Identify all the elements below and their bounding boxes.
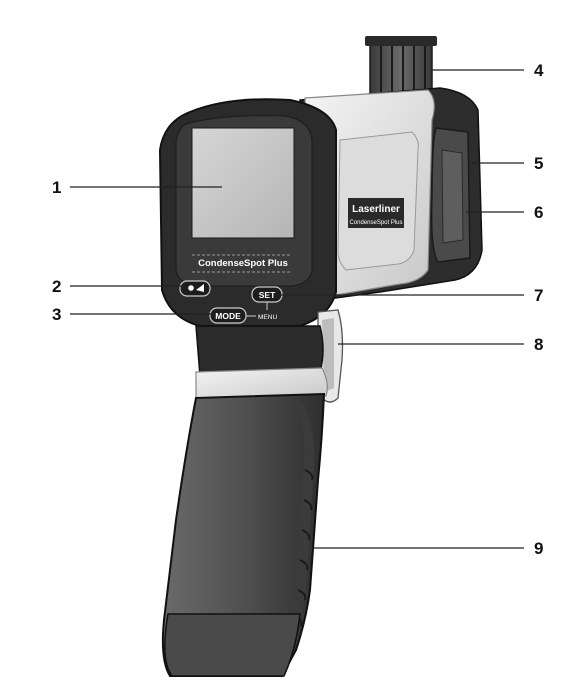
laser-icon (188, 285, 194, 291)
battery-cap (164, 613, 301, 677)
callout-7: 7 (534, 286, 543, 305)
set-button-label: SET (259, 290, 276, 300)
set-button[interactable]: SET (251, 286, 283, 303)
side-model-text: CondenseSpot Plus (349, 220, 402, 226)
mode-button-label: MODE (215, 311, 241, 321)
callout-lines (70, 69, 524, 549)
callout-4: 4 (534, 61, 544, 80)
screen-model-text: CondenseSpot Plus (198, 258, 288, 269)
brand-logo-text: Laserliner (352, 204, 400, 215)
callout-2: 2 (52, 277, 61, 296)
laser-measure-button[interactable] (179, 280, 211, 297)
mode-button[interactable]: MODE (209, 307, 247, 324)
callout-6: 6 (534, 203, 543, 222)
callout-3: 3 (52, 305, 61, 324)
menu-label: MENU (258, 314, 277, 321)
callout-8: 8 (534, 335, 543, 354)
callout-1: 1 (52, 178, 61, 197)
callout-9: 9 (534, 539, 543, 558)
lcd-display (191, 127, 295, 239)
callout-5: 5 (534, 154, 543, 173)
grip-collar (195, 367, 328, 401)
